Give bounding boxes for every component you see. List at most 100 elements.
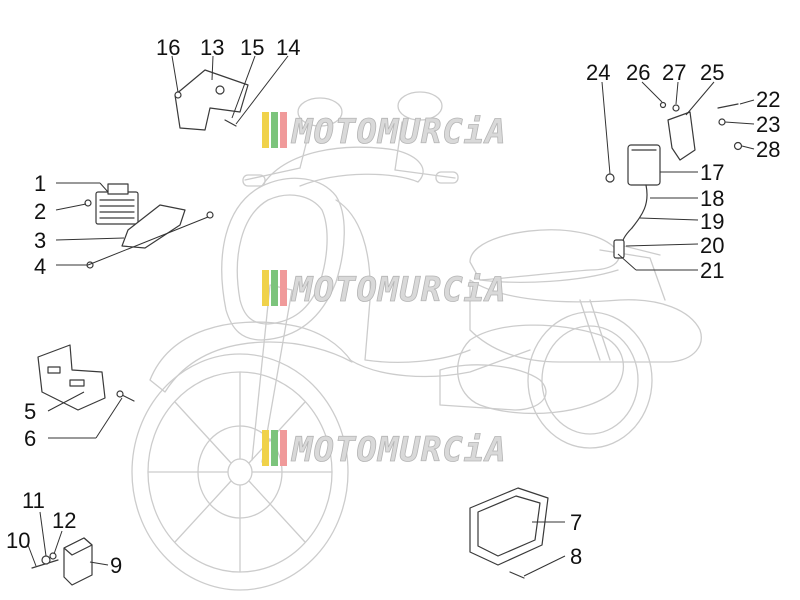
unit-17 <box>627 144 661 186</box>
callout-4: 4 <box>34 254 46 279</box>
front-wheel-tire <box>131 353 349 591</box>
watermark-stripe-green <box>271 270 278 306</box>
nut-4-right <box>206 211 214 219</box>
leader-10 <box>27 544 37 567</box>
leader-24 <box>601 81 611 175</box>
front-fender <box>149 321 353 393</box>
parts-drawings <box>31 69 743 586</box>
screw-2 <box>84 199 92 207</box>
leader-16 <box>171 55 179 93</box>
callout-10: 10 <box>6 528 30 553</box>
watermark-2: MOTOMURCiA <box>262 270 507 310</box>
callout-20: 20 <box>700 233 724 258</box>
mounting-plate-3 <box>121 204 186 249</box>
washer-11 <box>41 555 51 565</box>
bracket-plate-13 <box>174 69 249 131</box>
bracket-5-slot-a <box>47 366 61 374</box>
leader-25 <box>685 81 715 116</box>
leader-3 <box>55 237 125 241</box>
watermark-group: MOTOMURCiA MOTOMURCiA MOTOMURCiA <box>262 112 507 470</box>
washer-27 <box>672 104 680 112</box>
leader-27 <box>675 81 679 105</box>
screw-14-15 <box>224 119 237 127</box>
leader-26 <box>641 81 663 103</box>
leader-15 <box>231 55 256 119</box>
watermark-text: MOTOMURCiA <box>291 270 507 310</box>
rear-wheel-rim <box>541 325 639 435</box>
watermark-1: MOTOMURCiA <box>262 112 507 152</box>
watermark-stripe-green <box>271 430 278 466</box>
callout-28: 28 <box>756 137 780 162</box>
component-9-top <box>63 537 93 556</box>
rear-body <box>469 279 702 363</box>
callout-11: 11 <box>22 488 45 513</box>
bracket-25 <box>667 111 696 161</box>
callout-7: 7 <box>570 510 582 535</box>
rear-wheel-tire <box>527 311 653 449</box>
seat-base <box>479 269 619 283</box>
leader-8 <box>523 555 566 577</box>
watermark-text: MOTOMURCiA <box>291 112 507 152</box>
watermark-stripe-red <box>280 430 287 466</box>
leg-shield <box>335 199 471 363</box>
callout-22: 22 <box>756 87 780 112</box>
front-shield-inner <box>236 194 328 325</box>
leader-19 <box>639 217 699 221</box>
callout-14: 14 <box>276 35 300 60</box>
connector-20 <box>613 239 625 259</box>
callout-12: 12 <box>52 508 76 533</box>
control-unit-face <box>477 495 541 557</box>
leader-9 <box>89 561 109 566</box>
watermark-3: MOTOMURCiA <box>262 430 507 470</box>
callout-15: 15 <box>240 35 264 60</box>
mirror-stem <box>299 119 403 171</box>
front-wheel-spokes <box>147 371 333 573</box>
watermark-stripe-green <box>271 112 278 148</box>
washer-23 <box>718 118 726 126</box>
callout-24: 24 <box>586 60 610 85</box>
callout-25: 25 <box>700 60 724 85</box>
callout-21: 21 <box>700 258 724 283</box>
regulator-body-1 <box>95 191 139 225</box>
leader-lines <box>27 55 755 577</box>
callout-16: 16 <box>156 35 180 60</box>
cable-18 <box>631 184 648 229</box>
leader-1b <box>99 182 109 193</box>
callout-27: 27 <box>662 60 686 85</box>
leader-20 <box>625 243 699 247</box>
handlebar <box>244 167 456 181</box>
callout-18: 18 <box>700 186 724 211</box>
callout-17: 17 <box>700 160 724 185</box>
callout-26: 26 <box>626 60 650 85</box>
callout-8: 8 <box>570 544 582 569</box>
leader-13 <box>211 55 214 81</box>
washer-12 <box>49 552 57 560</box>
leader-4b <box>87 216 209 266</box>
callout-3: 3 <box>34 228 46 253</box>
leader-14 <box>235 55 289 125</box>
bracket-5-slot-b <box>69 379 85 387</box>
callout-23: 23 <box>756 112 780 137</box>
leader-23 <box>724 121 755 125</box>
callout-5: 5 <box>24 399 36 424</box>
headlight-housing <box>261 146 424 187</box>
left-mirror <box>297 97 343 127</box>
scooter-outline <box>131 91 702 591</box>
bracket-hole <box>215 85 225 95</box>
bolt-22 <box>717 103 739 109</box>
leader-21b <box>617 253 637 271</box>
leader-22 <box>739 99 755 105</box>
leader-6b <box>95 397 123 439</box>
right-mirror <box>397 91 443 121</box>
regulator-connector <box>107 183 129 195</box>
callout-labels: 16 13 15 14 1 2 3 4 5 6 7 8 11 12 10 9 2… <box>6 35 780 578</box>
watermark-stripe-yellow <box>262 430 269 466</box>
leader-11 <box>39 511 47 557</box>
bracket-5 <box>37 344 106 411</box>
leader-28 <box>741 145 755 150</box>
screw-8 <box>509 571 525 579</box>
watermark-text: MOTOMURCiA <box>291 430 507 470</box>
callout-6: 6 <box>24 426 36 451</box>
watermark-stripe-red <box>280 270 287 306</box>
